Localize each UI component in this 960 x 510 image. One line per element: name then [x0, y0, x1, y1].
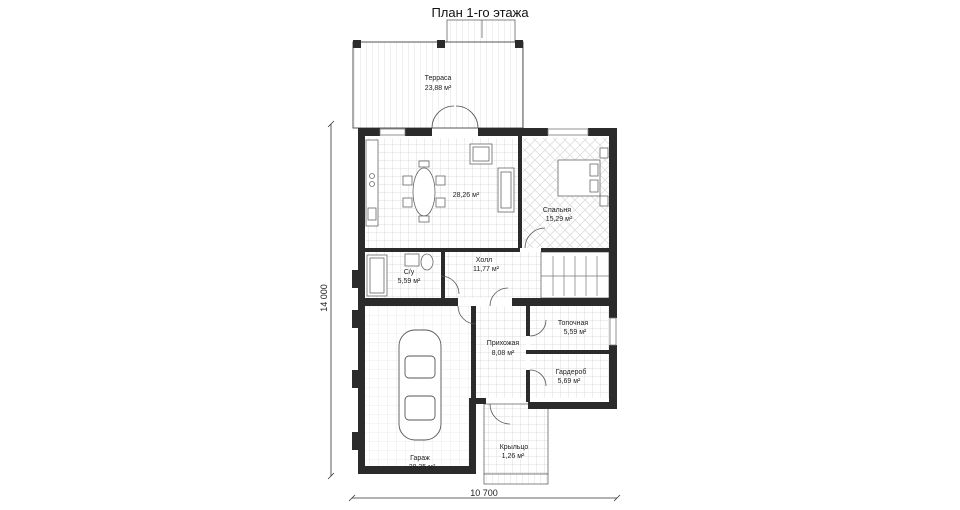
porch-step — [483, 473, 549, 485]
living-area: 28,26 м² — [453, 192, 480, 199]
terrace — [352, 40, 524, 129]
hall-area: 11,77 м² — [473, 266, 500, 273]
porch-area: 1,26 м² — [502, 453, 525, 460]
boiler-floor — [530, 306, 609, 350]
hall-floor — [445, 252, 541, 298]
staircase-steps — [541, 256, 609, 296]
height-dimension-label: 14 000 — [319, 284, 329, 312]
wardrobe-area: 5,69 м² — [558, 378, 581, 385]
terrace-door — [431, 105, 479, 129]
bed — [557, 147, 609, 207]
height-dimension — [327, 120, 335, 480]
width-dimension-label: 10 700 — [470, 488, 498, 498]
room-labels: Терраса 23,88 м² 28,26 м² Спальня 15,29 … — [398, 75, 589, 471]
kitchen-counter — [365, 139, 379, 227]
width-dimension — [348, 494, 621, 502]
wardrobe-name: Гардероб — [556, 368, 587, 376]
entry-name: Прихожая — [487, 340, 520, 347]
doors — [440, 227, 547, 425]
entry-floor — [476, 306, 526, 398]
terrace-steps — [446, 19, 516, 43]
garage-name: Гараж — [410, 455, 430, 462]
porch-name: Крыльцо — [500, 444, 529, 451]
bedroom-name: Спальня — [543, 207, 571, 214]
walls — [352, 128, 617, 474]
bathroom-fixtures — [366, 253, 434, 297]
boiler-name: Топочная — [558, 320, 589, 327]
boiler-area: 5,59 м² — [564, 329, 587, 336]
terrace-area: 23,88 м² — [425, 85, 452, 92]
dining-table — [402, 160, 446, 223]
entry-area: 8,08 м² — [492, 350, 515, 357]
car — [398, 329, 442, 441]
bathroom-name: С/у — [404, 269, 415, 276]
windows — [379, 128, 617, 346]
bathroom-area: 5,59 м² — [398, 278, 421, 285]
bedroom-area: 15,29 м² — [546, 216, 573, 223]
terrace-name: Терраса — [425, 75, 452, 82]
porch-floor — [483, 403, 549, 475]
hall-name: Холл — [476, 257, 493, 264]
plan-title: План 1-го этажа — [431, 5, 529, 20]
wardrobe-floor — [530, 354, 609, 398]
garage-area: 28,35 м² — [409, 464, 436, 471]
living-furniture — [469, 143, 515, 213]
